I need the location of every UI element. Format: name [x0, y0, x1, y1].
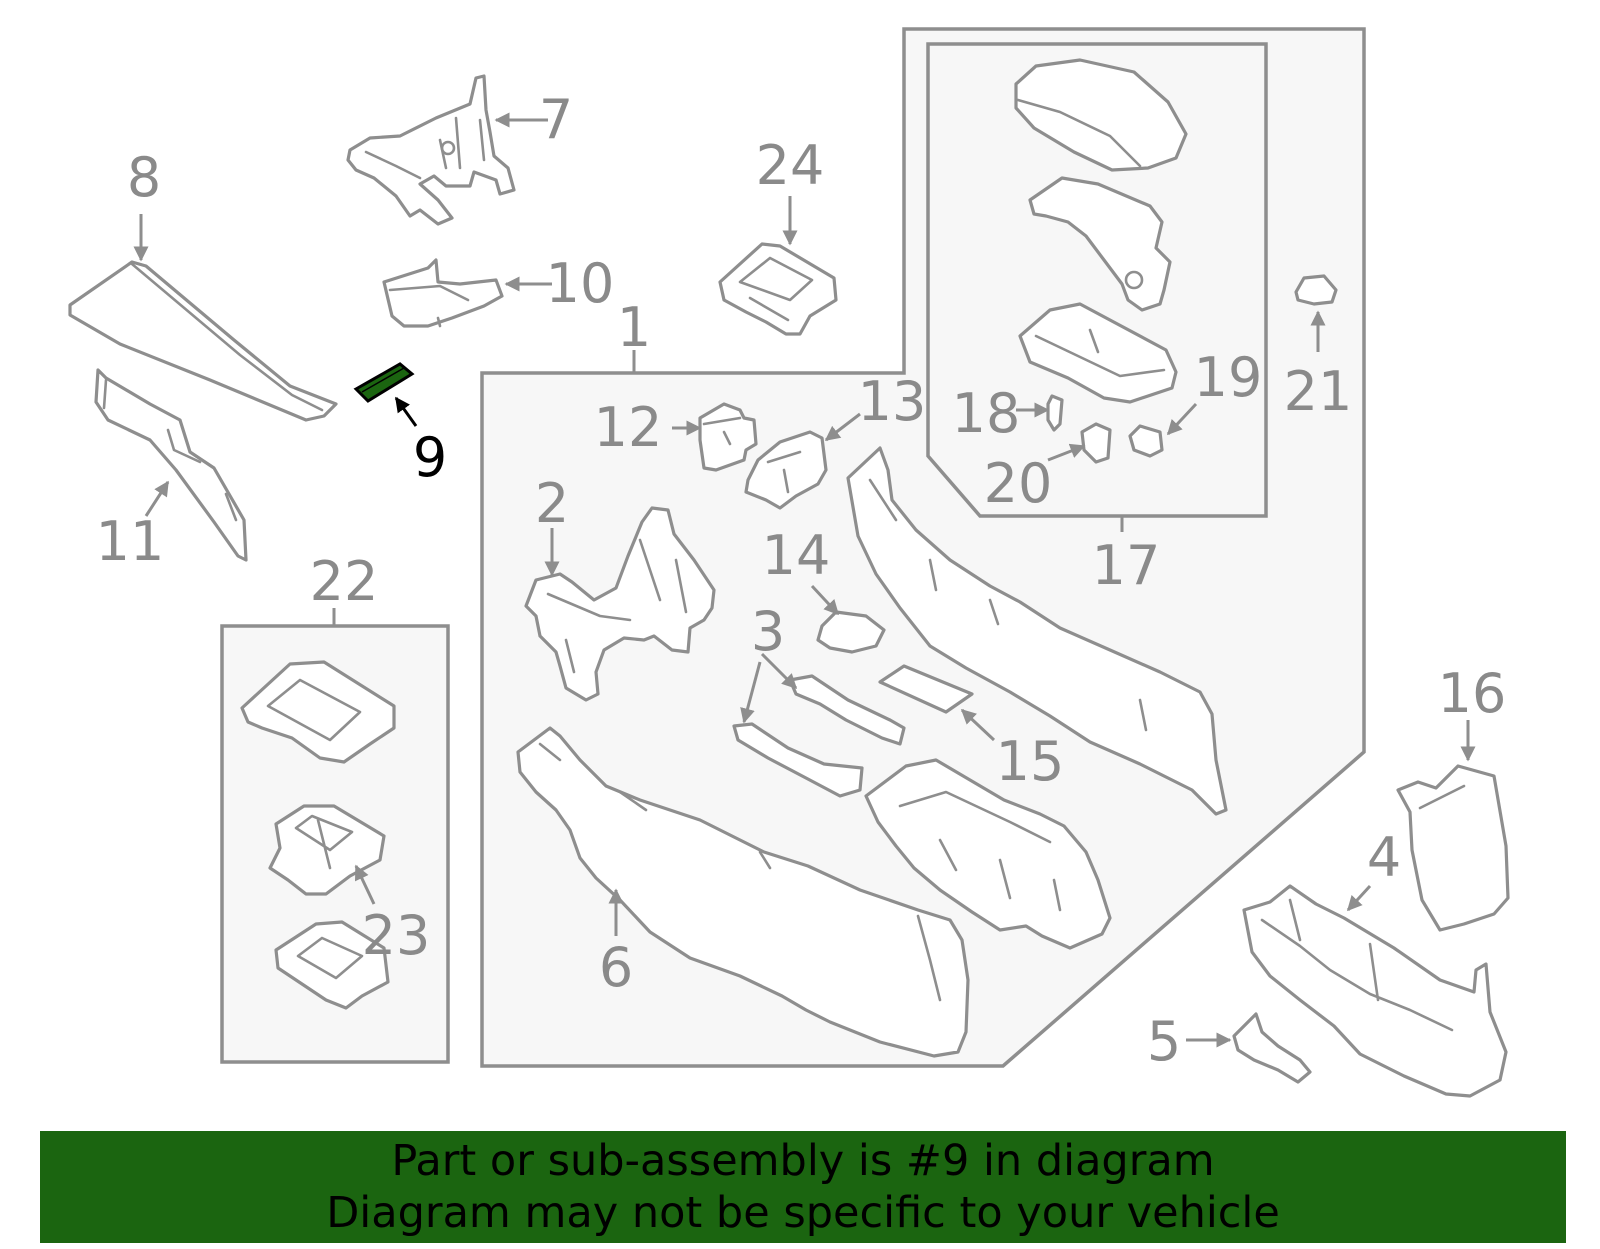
part-4-drawing	[1242, 884, 1508, 1098]
banner-line-1: Part or sub-assembly is #9 in diagram	[391, 1136, 1215, 1186]
callout-17: 17	[1092, 534, 1161, 597]
callout-8: 8	[127, 146, 161, 209]
callout-7: 7	[539, 88, 573, 151]
leader-3b	[740, 661, 762, 724]
leader-4	[1346, 884, 1372, 912]
part-7-drawing	[346, 74, 516, 226]
callout-24: 24	[756, 134, 825, 197]
leader-13	[824, 412, 861, 442]
part-5-drawing	[1232, 1012, 1312, 1084]
leader-9	[394, 396, 418, 427]
callout-5: 5	[1147, 1010, 1181, 1073]
part-17-drawing	[1014, 58, 1188, 464]
leader-11	[144, 480, 170, 517]
callout-13: 13	[858, 370, 927, 433]
callout-11: 11	[96, 510, 165, 573]
part-6-drawing	[516, 726, 970, 1058]
callout-22: 22	[310, 550, 379, 613]
part-16-drawing	[1396, 764, 1510, 932]
callout-3: 3	[751, 600, 785, 663]
leader-19	[1166, 402, 1198, 436]
leader-14	[810, 584, 840, 616]
part-15-drawing	[878, 664, 974, 714]
callout-16: 16	[1438, 662, 1507, 725]
callout-14: 14	[762, 524, 831, 587]
callout-9: 9	[413, 426, 447, 489]
callout-19: 19	[1194, 346, 1263, 409]
part-10-drawing	[382, 258, 504, 328]
part-13-drawing	[744, 430, 828, 510]
callout-21: 21	[1284, 360, 1353, 423]
part-3-drawing	[732, 674, 906, 798]
part-2-drawing	[524, 506, 716, 702]
leader-3a	[760, 652, 798, 690]
callout-2: 2	[535, 472, 569, 535]
leader-15	[960, 708, 996, 742]
leader-23	[354, 864, 376, 905]
callout-1: 1	[617, 296, 651, 359]
part-22-drawing	[240, 660, 396, 1010]
part-1-side-panel-drawing	[846, 446, 1228, 816]
callout-10: 10	[546, 252, 615, 315]
part-11-drawing	[94, 368, 248, 562]
part-14-drawing	[816, 610, 886, 654]
part-9-drawing	[353, 362, 415, 403]
part-21-drawing	[1294, 274, 1338, 306]
callout-18: 18	[952, 382, 1021, 445]
callout-6: 6	[599, 936, 633, 999]
disclaimer-banner: Part or sub-assembly is #9 in diagram Di…	[40, 1131, 1566, 1243]
banner-line-2: Diagram may not be specific to your vehi…	[326, 1188, 1280, 1238]
leader-20	[1047, 443, 1086, 462]
callout-20: 20	[984, 452, 1053, 515]
callout-23: 23	[362, 904, 431, 967]
part-8-drawing	[68, 260, 338, 422]
callout-15: 15	[996, 730, 1065, 793]
part-1-body-drawing	[864, 758, 1112, 950]
callout-12: 12	[594, 396, 663, 459]
part-24-drawing	[718, 242, 838, 336]
callout-4: 4	[1367, 826, 1401, 889]
part-12-drawing	[698, 402, 758, 472]
